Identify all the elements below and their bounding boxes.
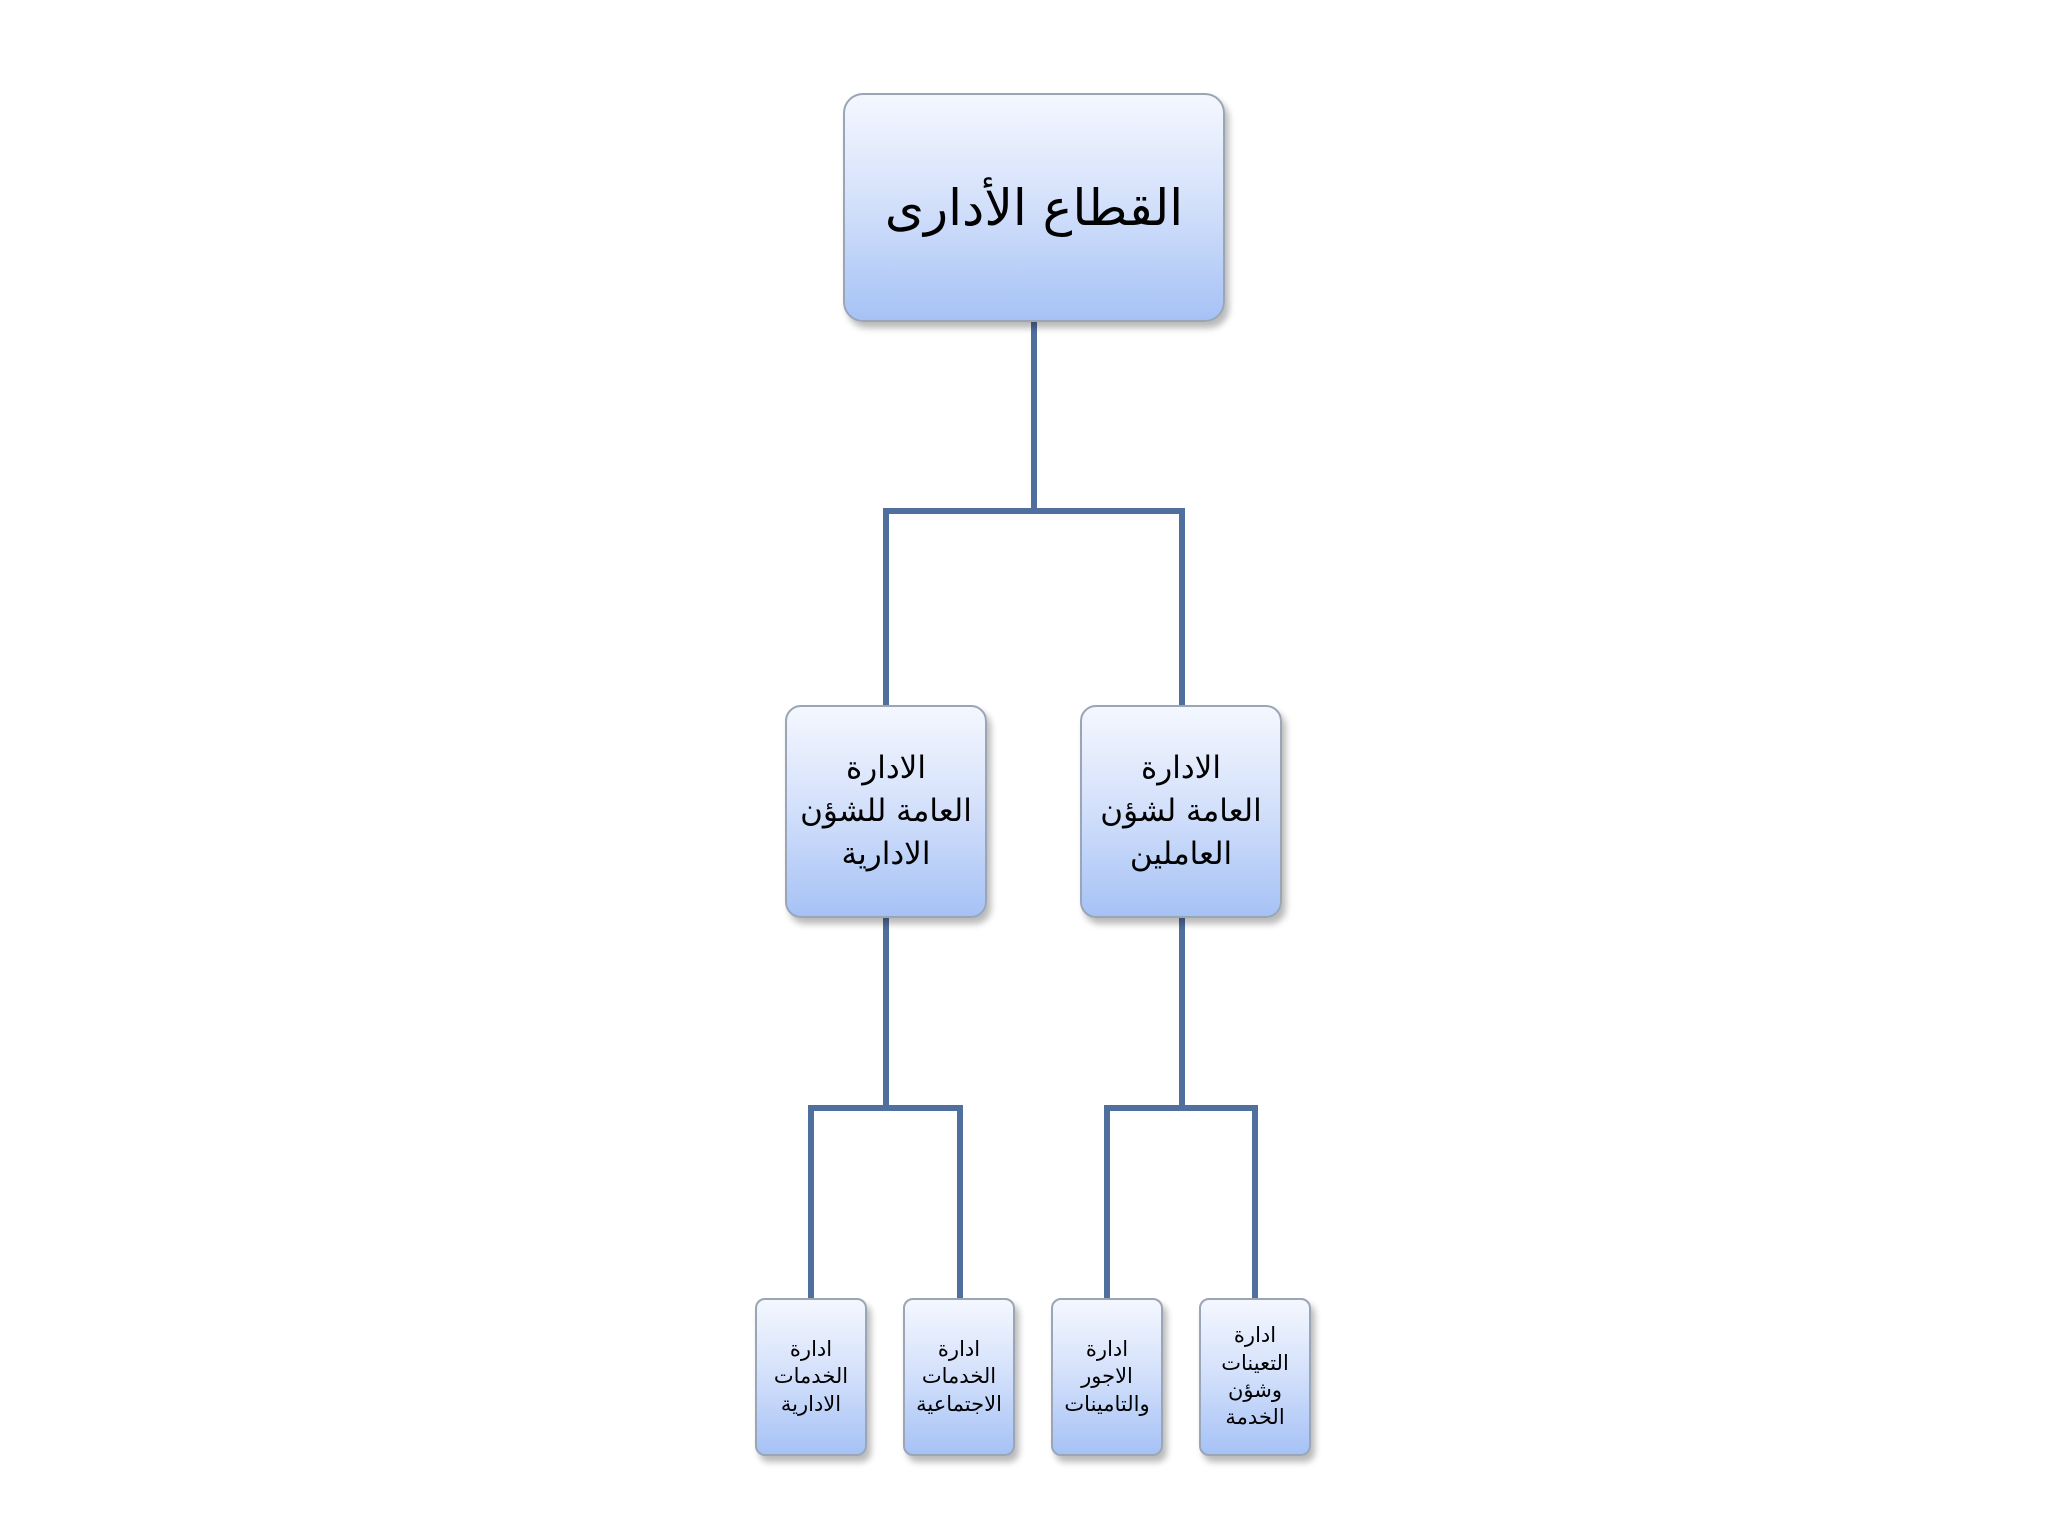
node-wages-and-insurance: ادارة الاجور والتامينات	[1051, 1298, 1163, 1456]
node-general-admin-administrative-affairs: الادارة العامة للشؤن الادارية	[785, 705, 987, 918]
node-general-admin-employee-affairs: الادارة العامة لشؤن العاملين	[1080, 705, 1282, 918]
node-social-services: ادارة الخدمات الاجتماعية	[903, 1298, 1015, 1456]
node-appointments-and-service-affairs: ادارة التعينات وشؤن الخدمة	[1199, 1298, 1311, 1456]
node-administrative-sector: القطاع الأدارى	[843, 93, 1225, 322]
connector-root-to-mid	[883, 322, 1185, 705]
node-administrative-services: ادارة الخدمات الادارية	[755, 1298, 867, 1456]
connector-mid-left-to-leaves	[808, 918, 963, 1298]
connector-mid-right-to-leaves	[1104, 918, 1258, 1298]
